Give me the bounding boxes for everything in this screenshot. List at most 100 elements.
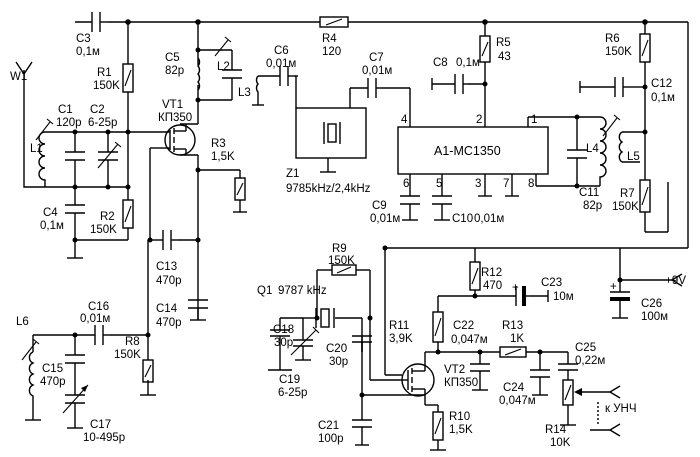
ic-pin-3: 3 xyxy=(475,178,481,190)
label-c8-value: 0,1м xyxy=(456,57,480,69)
label-c21-value: 100p xyxy=(318,433,344,445)
label-r12-value: 470 xyxy=(483,280,502,292)
resistor-r5 xyxy=(479,35,491,63)
label-r2-value: 150K xyxy=(90,224,117,236)
ic-pin-2: 2 xyxy=(476,114,482,126)
resistor-r4 xyxy=(319,16,349,28)
resistors xyxy=(122,16,651,441)
label-r11-value: 3,9K xyxy=(389,333,413,345)
junction-dots xyxy=(72,19,648,398)
label-r1-value: 150K xyxy=(93,80,120,92)
label-r6-ref: R6 xyxy=(605,33,620,45)
label-c23-value: 10м xyxy=(553,291,574,303)
capacitor-c10 xyxy=(432,195,452,221)
capacitor-c11 xyxy=(567,149,587,163)
resistor-r2 xyxy=(122,199,134,229)
label-l5: L5 xyxy=(627,151,640,163)
resistor-r8 xyxy=(140,359,156,396)
label-c8-ref: C8 xyxy=(433,57,448,69)
label-c18-value: 30p xyxy=(274,337,293,349)
label-l2: L2 xyxy=(217,61,230,73)
label-r6-value: 150K xyxy=(605,46,632,58)
label-r10-ref: R10 xyxy=(449,411,470,423)
capacitor-c5 xyxy=(222,50,242,100)
ic-pin-7: 7 xyxy=(503,178,509,190)
capacitor-c17 xyxy=(62,384,89,429)
label-c17-value: 10-495p xyxy=(83,432,125,444)
label-c25-ref: C25 xyxy=(575,342,596,354)
label-c10-ref: C10 xyxy=(452,213,473,225)
label-r5-ref: R5 xyxy=(496,37,511,49)
label-vt1-value: КП350 xyxy=(158,112,192,124)
label-r9-value: 150K xyxy=(328,255,355,267)
label-c18-ref: C18 xyxy=(273,324,294,336)
label-c5-value: 82p xyxy=(165,65,184,77)
label-c10-value: 0,01м xyxy=(474,213,504,225)
resistor-r3 xyxy=(233,177,247,213)
label-c16-value: 0,01м xyxy=(80,313,110,325)
label-c16-ref: C16 xyxy=(88,301,109,313)
transistor-vt1 xyxy=(164,124,196,156)
capacitor-c16 xyxy=(94,325,110,345)
label-r5-value: 43 xyxy=(498,51,511,63)
capacitor-c7 xyxy=(367,78,382,98)
label-c13-ref: C13 xyxy=(156,261,177,273)
label-c9-ref: C9 xyxy=(372,200,387,212)
label-vt2-ref: VT2 xyxy=(444,364,465,376)
label-c24-ref: C24 xyxy=(503,382,525,394)
label-r11-ref: R11 xyxy=(389,320,409,332)
inductor-l4 xyxy=(599,114,621,186)
potentiometer-r14 xyxy=(562,379,582,406)
label-c20-ref: C20 xyxy=(326,343,347,355)
capacitor-c21 xyxy=(352,419,372,434)
capacitor-c2 xyxy=(97,141,122,169)
label-c6-ref: C6 xyxy=(274,45,289,57)
ic-pin-4: 4 xyxy=(401,114,408,126)
capacitor-c12 xyxy=(579,77,630,97)
capacitor-c1 xyxy=(65,151,85,168)
supply-terminal-icon xyxy=(670,273,683,287)
transistor-vt2 xyxy=(385,360,435,397)
inductors xyxy=(21,36,624,421)
label-r8-ref: R8 xyxy=(125,336,140,348)
label-r7-value: 150K xyxy=(612,201,639,213)
label-c11-value: 82p xyxy=(583,200,602,212)
label-r9-ref: R9 xyxy=(332,243,347,255)
label-c24-value: 0,047м xyxy=(499,395,536,407)
label-c9-value: 0,01м xyxy=(370,213,400,225)
label-c22-value: 0,047м xyxy=(451,334,488,346)
label-r13-value: 1K xyxy=(510,333,524,345)
capacitor-c23 xyxy=(515,286,549,306)
label-c1-ref: C1 xyxy=(58,104,73,116)
inductor-l6 xyxy=(21,338,41,421)
label-c7-value: 0,01м xyxy=(362,65,392,77)
label-c13-value: 470p xyxy=(156,275,182,287)
label-c12-value: 0,1м xyxy=(651,92,675,104)
label-r12-ref: R12 xyxy=(481,267,502,279)
capacitor-c25 xyxy=(558,363,578,376)
capacitor-c20 xyxy=(352,335,372,352)
label-q1-ref: Q1 xyxy=(257,285,272,297)
label-l1: L1 xyxy=(30,143,43,155)
label-c20-value: 30p xyxy=(329,356,348,368)
label-c19-value: 6-25p xyxy=(278,387,307,399)
resistor-r11 xyxy=(432,311,444,343)
label-l3: L3 xyxy=(238,87,251,99)
label-r8-value: 150K xyxy=(114,349,141,361)
resistor-r6 xyxy=(639,33,651,63)
label-supply: +9V xyxy=(665,275,686,287)
ic-pin-1: 1 xyxy=(531,114,537,126)
label-c6-value: 0,01м xyxy=(266,58,296,70)
capacitor-c18 xyxy=(270,329,290,343)
resistor-r13 xyxy=(499,346,527,358)
output-terminal-icon xyxy=(597,385,621,437)
label-c26-value: 100м xyxy=(641,311,668,323)
label-c11-ref: C11 xyxy=(579,187,599,199)
label-c15-ref: C15 xyxy=(42,363,63,375)
label-c23-ref: C23 xyxy=(541,277,562,289)
label-c4-ref: C4 xyxy=(43,207,58,219)
label-c14-ref: C14 xyxy=(156,303,178,315)
label-r3-value: 1,5K xyxy=(211,151,235,163)
label-r14-ref: R14 xyxy=(545,424,567,436)
capacitors xyxy=(62,12,630,434)
